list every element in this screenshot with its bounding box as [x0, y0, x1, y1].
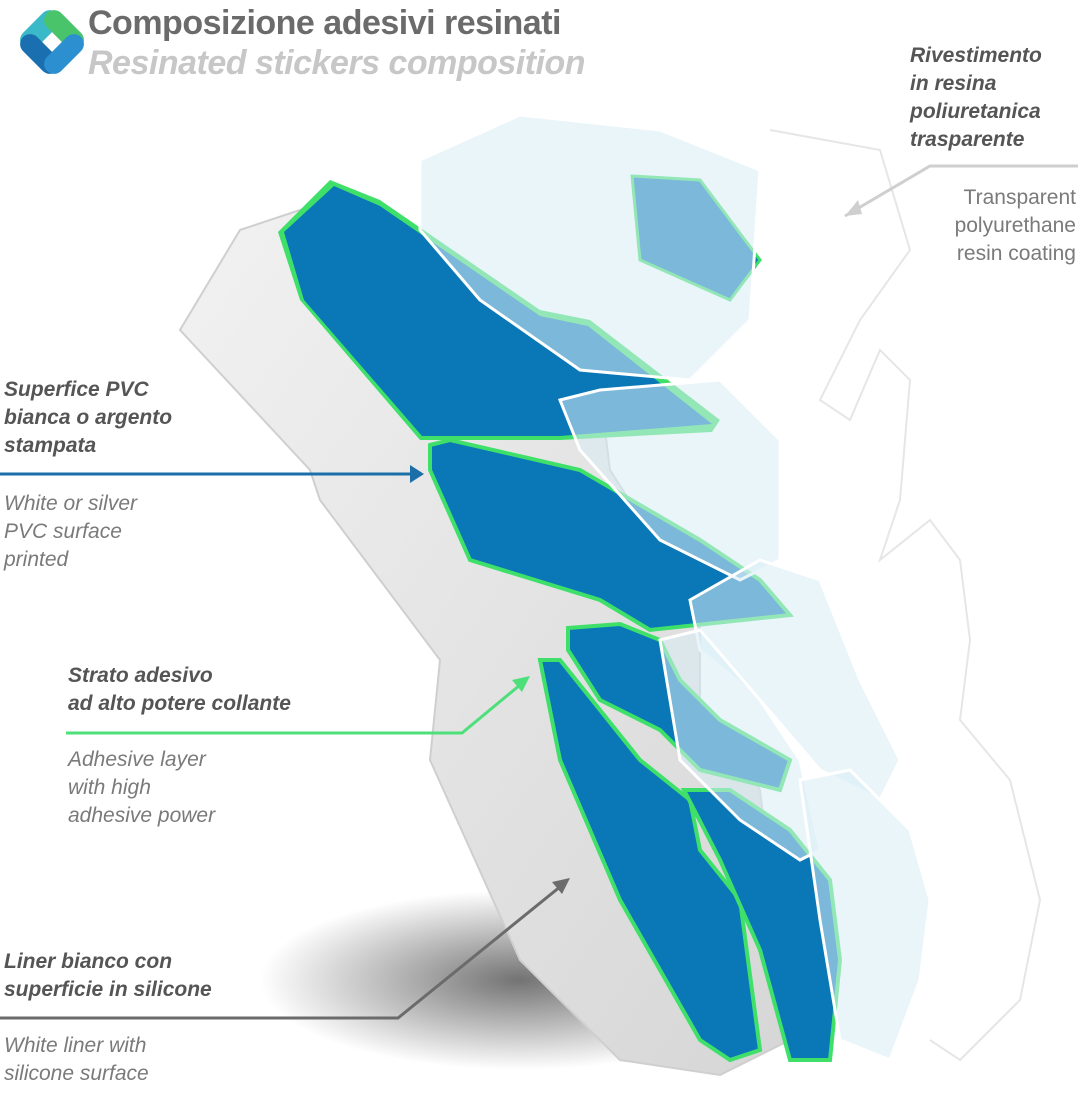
page-subtitle: Resinated stickers composition — [88, 44, 586, 82]
pvc-callout-line — [0, 465, 424, 483]
resin-outline — [769, 129, 1042, 1062]
adhesive-callout-line — [66, 676, 530, 735]
pvc-label-en: White or silver PVC surface printed — [4, 492, 138, 571]
liner-callout-line — [0, 878, 570, 1020]
resin-label-it: Rivestimento in resina poliuretanica tra… — [910, 44, 1042, 151]
liner-label-en: White liner with silicone surface — [4, 1034, 149, 1085]
pvc-label-it: Superfice PVC bianca o argento stampata — [4, 378, 173, 457]
page-title: Composizione adesivi resinati — [88, 4, 561, 42]
resin-callout-line — [844, 164, 1078, 218]
resin-layer — [418, 113, 932, 1062]
resin-label-en: Transparent polyurethane resin coating — [954, 186, 1076, 265]
adhesive-label-it: Strato adesivo ad alto potere collante — [68, 664, 291, 715]
liner-label-it: Liner bianco con superficie in silicone — [4, 950, 212, 1001]
brand-logo — [20, 10, 84, 74]
adhesive-label-en: Adhesive layer with high adhesive power — [68, 748, 216, 827]
